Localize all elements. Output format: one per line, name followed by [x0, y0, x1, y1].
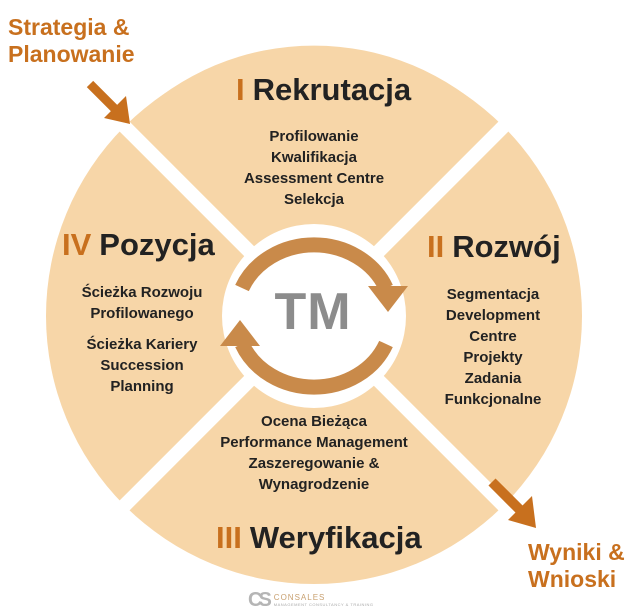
corner-strategy-line1: Strategia & [8, 14, 130, 40]
corner-strategy-label: Strategia & Planowanie [8, 14, 135, 68]
company-logo: CS CONSALES MANAGEMENT CONSULTANCY & TRA… [248, 588, 374, 611]
logo-name: CONSALES [273, 592, 326, 602]
corner-strategy-line2: Planowanie [8, 41, 135, 67]
quadrant-bottom-number: III [216, 520, 242, 555]
quadrant-left-item: Planning [110, 378, 174, 395]
quadrant-top-item: Kwalifikacja [271, 149, 357, 166]
quadrant-top-number: I [236, 72, 245, 107]
quadrant-top-item: Profilowanie [269, 128, 359, 145]
logo-mark: CS [248, 588, 272, 611]
cycle-arrowhead-right [368, 286, 408, 312]
quadrant-left-item: Ścieżka Rozwoju [81, 284, 203, 301]
quadrant-bottom-item: Performance Management [220, 434, 408, 451]
circle-body [46, 48, 582, 584]
quadrant-right-item: Segmentacja [446, 286, 540, 303]
cycle-arrows [220, 237, 408, 395]
quadrant-left-item: Ścieżka Kariery [86, 336, 198, 353]
quadrant-bottom-item: Wynagrodzenie [258, 476, 370, 493]
quadrant-right-number: II [427, 229, 445, 264]
input-arrow [86, 80, 130, 124]
quadrant-left-number: IV [62, 227, 92, 262]
quadrant-top-item: Selekcja [283, 191, 345, 208]
quadrant-right-item: Centre [469, 328, 517, 345]
quadrant-left-name: Pozycja [99, 227, 215, 262]
corner-results-label: Wyniki & Wnioski [528, 539, 625, 593]
quadrant-bottom-title: III Weryfikacja [216, 520, 422, 556]
quadrant-right-item: Zadania [464, 370, 522, 387]
quadrant-top-name: Rekrutacja [252, 72, 412, 107]
quadrant-bottom-items: Ocena Bieżąca Performance Management Zas… [204, 411, 424, 495]
quadrant-right-name: Rozwój [452, 229, 561, 264]
quadrant-bottom-item: Ocena Bieżąca [261, 413, 367, 430]
quadrant-top-item: Assessment Centre [243, 170, 385, 187]
corner-results-line2: Wnioski [528, 566, 617, 592]
quadrant-left-item: Profilowanego [90, 305, 194, 322]
cycle-arrow-bottom [235, 340, 393, 395]
logo-text: CONSALES MANAGEMENT CONSULTANCY & TRAINI… [274, 593, 374, 608]
logo-tagline: MANAGEMENT CONSULTANCY & TRAINING [273, 601, 374, 607]
quadrant-bottom-item: Zaszeregowanie & [248, 455, 380, 472]
quadrant-right-items: Segmentacja Development Centre Projekty … [428, 284, 558, 410]
output-arrow [488, 478, 536, 528]
cycle-arrowhead-left [220, 320, 260, 346]
quadrant-top-items: Profilowanie Kwalifikacja Assessment Cen… [224, 126, 404, 210]
item-group-gap [62, 324, 222, 334]
quadrant-right-item: Development [445, 307, 541, 324]
center-label: TM [274, 283, 352, 341]
quadrant-left-item: Succession [100, 357, 184, 374]
corner-results-line1: Wyniki & [528, 539, 625, 565]
quadrant-right-item: Projekty [463, 349, 523, 366]
quadrant-right-item: Funkcjonalne [444, 391, 542, 408]
quadrant-left-items: Ścieżka Rozwoju Profilowanego Ścieżka Ka… [62, 282, 222, 397]
cycle-arrow-top [235, 237, 393, 292]
quadrant-bottom-name: Weryfikacja [249, 520, 422, 555]
